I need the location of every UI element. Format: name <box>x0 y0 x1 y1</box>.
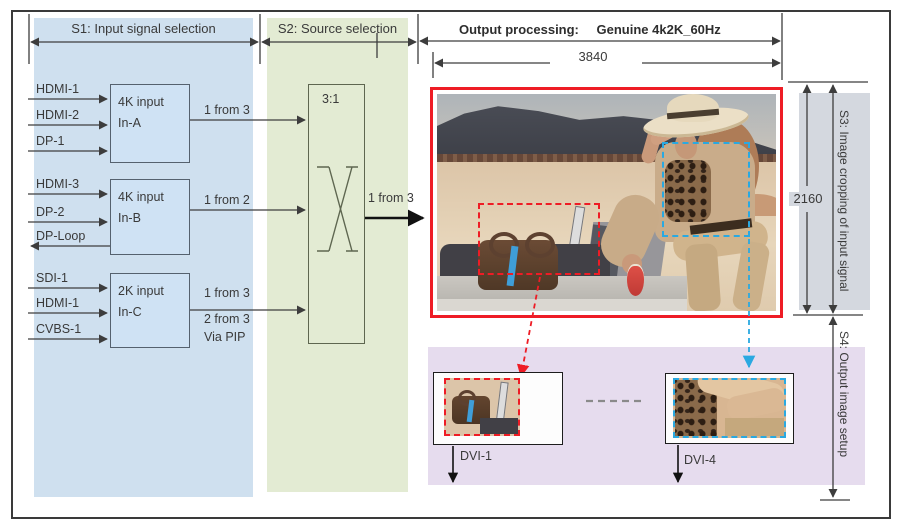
s3-title: S3: Image cropping of input signal <box>837 110 851 292</box>
switch-selection: 1 from 3 <box>368 191 414 205</box>
input-block-b: 4K input In-B <box>110 179 190 255</box>
width-dimension: 3840 <box>550 50 636 64</box>
input-block-c-name: In-C <box>118 305 142 319</box>
input-block-a-type: 4K input <box>118 95 164 109</box>
input-block-c: 2K input In-C <box>110 273 190 348</box>
source-switch-box <box>308 84 365 344</box>
port-dp1: DP-1 <box>36 134 65 148</box>
port-hdmi1-c: HDMI-1 <box>36 296 80 310</box>
input-block-a-name: In-A <box>118 116 141 130</box>
dvi1-crop-image <box>444 378 520 436</box>
input-block-a: 4K input In-A <box>110 84 190 163</box>
s4-title: S4: Output image setup <box>837 330 851 458</box>
port-hdmi2: HDMI-2 <box>36 108 80 122</box>
selection-c2: 2 from 3 <box>204 312 250 326</box>
input-block-b-type: 4K input <box>118 190 164 204</box>
output-processing-label: Output processing: <box>459 22 579 37</box>
s2-title: S2: Source selection <box>277 21 398 36</box>
output-processing-value: Genuine 4k2K_60Hz <box>596 22 721 37</box>
handbag-handle-left <box>489 232 519 258</box>
photo-shrub-line <box>437 154 776 163</box>
woman-face <box>675 132 697 159</box>
port-sdi1: SDI-1 <box>36 271 68 285</box>
dvi4-crop-image <box>673 378 786 438</box>
port-hdmi1-a: HDMI-1 <box>36 82 80 96</box>
dvi4-pants <box>725 418 784 436</box>
handbag-handle-right <box>525 232 555 258</box>
port-cvbs1: CVBS-1 <box>36 322 82 336</box>
selection-a: 1 from 3 <box>204 103 250 117</box>
car-hood <box>437 299 687 311</box>
port-dp2: DP-2 <box>36 205 65 219</box>
source-image-frame <box>430 87 783 318</box>
woman-leopard-scarf <box>665 160 711 222</box>
dvi1-seat <box>480 418 518 434</box>
dvi1-bag-handle <box>458 390 476 406</box>
port-dp-loop: DP-Loop <box>36 229 86 243</box>
input-block-c-type: 2K input <box>118 284 164 298</box>
blue-crop-region <box>662 142 750 237</box>
dvi1-label: DVI-1 <box>460 449 492 463</box>
watermelon-slice <box>627 264 644 296</box>
s1-title: S1: Input signal selection <box>71 21 216 36</box>
red-crop-region <box>478 203 600 275</box>
height-dimension: 2160 <box>789 192 827 206</box>
output-processing-title: Output processing: Genuine 4k2K_60Hz <box>459 23 721 37</box>
selection-b: 1 from 2 <box>204 193 250 207</box>
source-switch-ratio: 3:1 <box>322 92 340 106</box>
dvi1-output-window <box>433 372 563 445</box>
dvi4-output-window <box>665 373 794 444</box>
input-block-b-name: In-B <box>118 211 141 225</box>
woman-second-leg <box>684 242 722 311</box>
port-hdmi3: HDMI-3 <box>36 177 80 191</box>
source-photo <box>437 94 776 311</box>
selection-c1: 1 from 3 <box>204 286 250 300</box>
selection-c3: Via PIP <box>204 330 246 344</box>
outer-frame <box>11 10 891 519</box>
dvi4-label: DVI-4 <box>684 453 716 467</box>
